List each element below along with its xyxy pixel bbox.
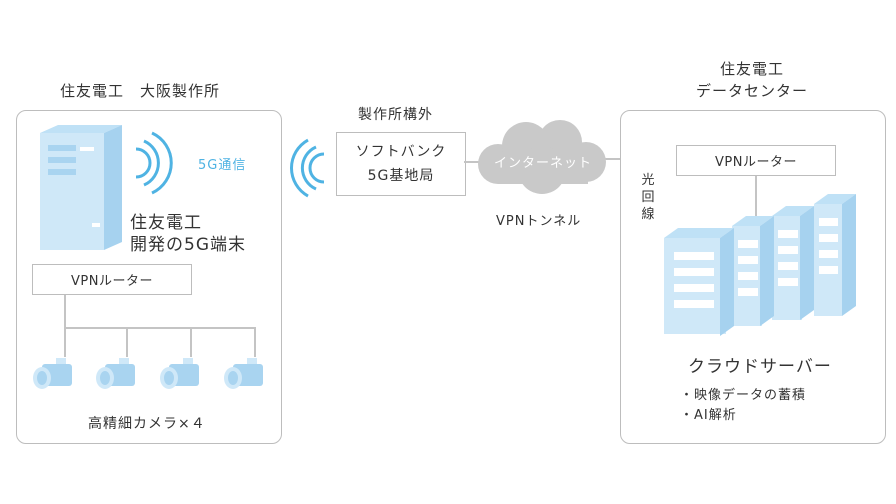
camera-icon <box>160 358 199 389</box>
left-vpn-router: VPNルーター <box>32 264 192 295</box>
server-bullet-1: ・映像データの蓄積 <box>680 388 807 403</box>
internet-label: インターネット <box>494 156 593 171</box>
cloud-icon <box>478 120 606 194</box>
signal-waves-icon <box>135 131 173 195</box>
terminal-icon <box>40 125 122 250</box>
terminal-label-line1: 住友電工 <box>130 213 202 233</box>
base-station-line1: ソフトバンク <box>355 144 447 160</box>
outside-title: 製作所構外 <box>358 107 433 123</box>
right-vpn-router: VPNルーター <box>676 145 836 176</box>
camera-icon <box>224 358 263 389</box>
terminal-label-line2: 開発の5G端末 <box>130 235 246 255</box>
signal-waves-icon <box>290 138 325 198</box>
5g-signal-label: 5G通信 <box>198 158 247 173</box>
server-rack-icon <box>664 194 856 336</box>
factory-title: 住友電工 大阪製作所 <box>60 82 221 100</box>
vpn-tunnel-label: VPNトンネル <box>496 214 582 229</box>
fiber-label: 光 回 線 <box>641 173 655 222</box>
camera-icon <box>96 358 135 389</box>
base-station-line2: 5G基地局 <box>367 168 435 184</box>
server-bullet-2: ・AI解析 <box>680 408 737 423</box>
datacenter-title-line2: データセンター <box>696 82 809 100</box>
camera-icon <box>33 358 72 389</box>
datacenter-title-line1: 住友電工 <box>720 60 785 78</box>
base-station-box: ソフトバンク 5G基地局 <box>336 132 466 196</box>
cameras-label: 高精細カメラ×４ <box>88 416 206 432</box>
cloud-server-label: クラウドサーバー <box>688 357 832 377</box>
